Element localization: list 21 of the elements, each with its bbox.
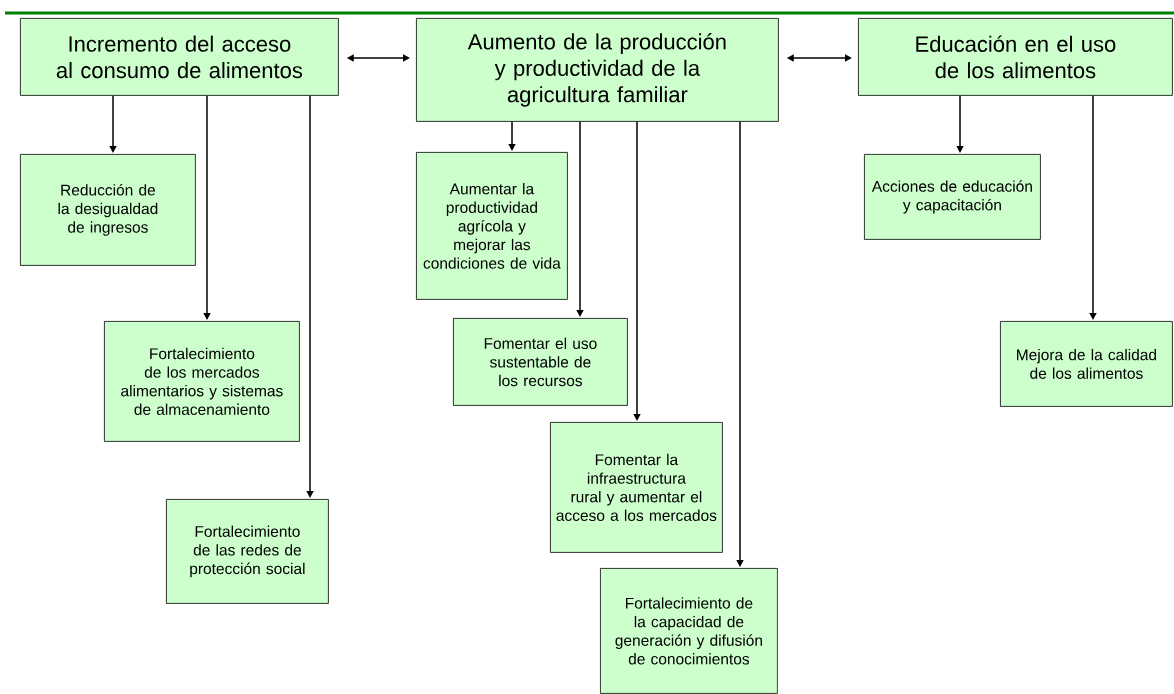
action-box: Fortalecimiento de los mercados alimentarios y sistemas de almacenamiento [104, 321, 300, 442]
arrow [956, 95, 964, 153]
heading-box: Incremento del acceso al consumo de alimentos [20, 18, 339, 96]
action-box: Fortalecimiento de las redes de protección social [166, 499, 329, 604]
action-box: Fomentar la infraestructura rural y aumentar el acceso a los mercados [550, 422, 723, 553]
arrow [576, 121, 584, 317]
arrow [508, 121, 516, 151]
arrow [306, 95, 314, 498]
arrow [109, 95, 117, 153]
action-box: Acciones de educación y capacitación [864, 154, 1041, 240]
arrow [633, 121, 641, 421]
action-box: Reducción de la desigualdad de ingresos [20, 154, 196, 266]
arrow [203, 95, 211, 320]
action-box: Fomentar el uso sustentable de los recursos [453, 318, 628, 406]
action-box: Aumentar la productividad agrícola y mejorar las condiciones de vida [416, 152, 568, 300]
heading-box: Aumento de la producción y productividad de la agricultura familiar [416, 18, 779, 122]
action-box: Mejora de la calidad de los alimentos [1000, 321, 1173, 407]
arrow [1089, 95, 1097, 320]
heading-box: Educación en el uso de los alimentos [858, 18, 1173, 96]
action-box: Fortalecimiento de la capacidad de generación y difusión de conocimientos [600, 568, 778, 694]
arrow [736, 121, 744, 567]
